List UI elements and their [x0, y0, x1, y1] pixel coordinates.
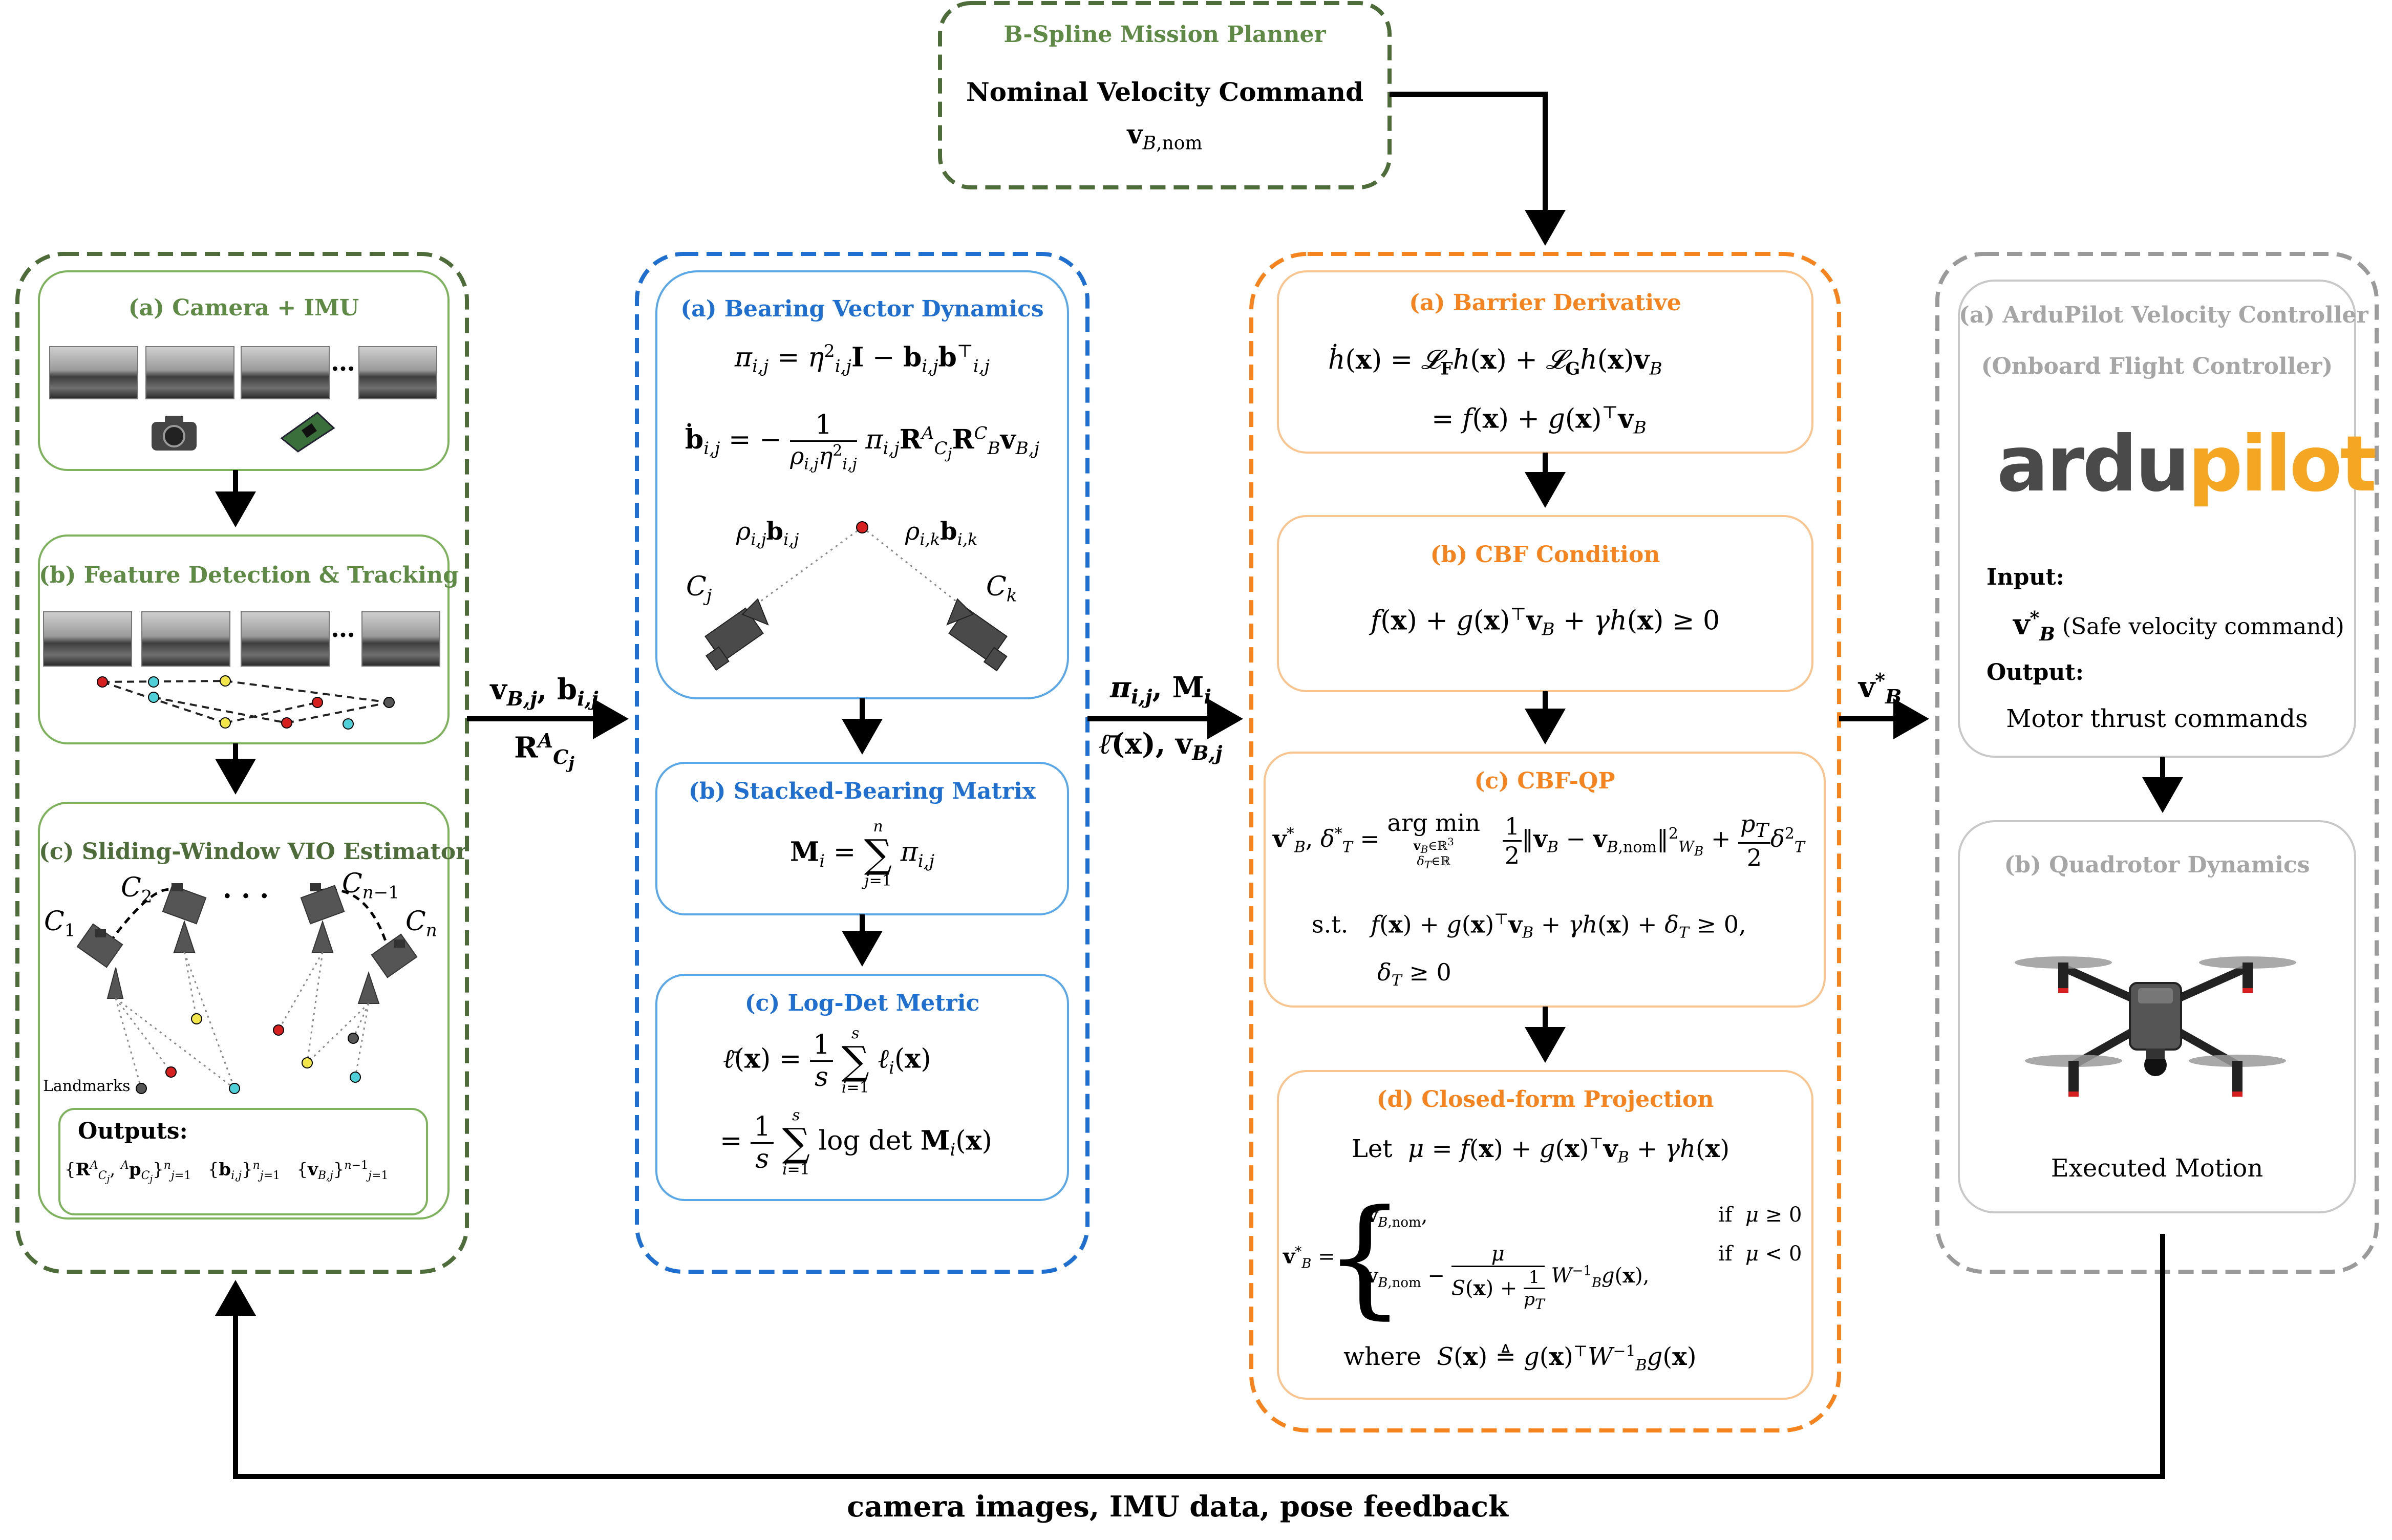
quadrotor-title: (b) Quadrotor Dynamics — [2004, 852, 2310, 878]
cam-label-cn: Cn — [405, 906, 437, 941]
outputs-title: Outputs: — [78, 1118, 188, 1144]
arrow1-bottom-label: RACj — [514, 729, 574, 773]
cam-label-cn-1: Cn−1 — [342, 868, 399, 903]
bearing-rho-k: ρi,kbi,k — [905, 517, 978, 549]
camera-frame-3 — [241, 346, 330, 399]
feature-title: (b) Feature Detection & Tracking — [39, 562, 459, 588]
stacked-bearing-eq: Mi = n∑j=1 πi,j — [789, 818, 935, 890]
vio-camera-rig — [76, 883, 418, 1094]
camera-imu-box — [38, 270, 450, 471]
feature-tracks — [102, 680, 390, 724]
stacked-bearing-title: (b) Stacked-Bearing Matrix — [689, 778, 1036, 804]
feature-points — [97, 675, 395, 730]
projection-case1: vB,nom, — [1366, 1203, 1428, 1230]
logdet-box — [655, 974, 1069, 1201]
controller-input-label: Input: — [1987, 564, 2064, 590]
bearing-container — [635, 252, 1090, 1274]
ardupilot-box — [1958, 280, 2356, 758]
camera-frame-2 — [145, 346, 234, 399]
projection-lhs: v*B = — [1283, 1244, 1335, 1272]
quadrotor-box — [1958, 820, 2356, 1213]
ardupilot-title: (a) ArduPilot Velocity Controller — [1959, 302, 2368, 328]
feature-frame-4 — [361, 611, 440, 667]
arrow2-bottom-label: ℓ̄(x), vB,j — [1099, 727, 1223, 765]
planner-line1: Nominal Velocity Command — [966, 77, 1364, 107]
bearing-rho-j: ρi,jbi,j — [736, 517, 799, 549]
controller-output-label: Output: — [1987, 659, 2084, 686]
ardupilot-subtitle: (Onboard Flight Controller) — [1981, 353, 2333, 379]
cbf-qp-constraint1: s.t. f(x) + g(x)⊤vB + γh(x) + δT ≥ 0, — [1312, 910, 1746, 942]
camera-imu-title: (a) Camera + IMU — [128, 295, 359, 321]
feature-frame-2 — [141, 611, 230, 667]
bearing-ck-label: Ck — [986, 571, 1017, 606]
vio-title: (c) Sliding-Window VIO Estimator — [39, 839, 468, 865]
frames-ellipsis: … — [331, 348, 355, 377]
ardupilot-logo: ardupilot — [1997, 420, 2377, 509]
controller-input-value: v*B (Safe velocity command) — [2013, 607, 2344, 645]
cbf-condition-eq: f(x) + g(x)⊤vB + γh(x) ≥ 0 — [1370, 604, 1720, 640]
controller-container — [1935, 252, 2379, 1274]
projection-where-eq: where S(x) ≜ g(x)⊤W−1Bg(x) — [1343, 1342, 1697, 1375]
projection-case1-cond: if μ ≥ 0 — [1718, 1203, 1802, 1227]
feedback-label: camera images, IMU data, pose feedback — [847, 1490, 1508, 1524]
arrow3-label: v*B — [1858, 669, 1902, 708]
bearing-eq-projection: πi,j = η2i,jI − bi,jb⊤i,j — [734, 341, 990, 377]
arrow2-top-label: πi,j, Mi — [1110, 671, 1211, 709]
cbf-container — [1249, 252, 1841, 1432]
cam-label-c1: C1 — [44, 906, 76, 941]
planner-title: B-Spline Mission Planner — [1003, 22, 1326, 48]
logdet-title: (c) Log-Det Metric — [744, 990, 980, 1016]
bearing-cj-label: Cj — [686, 571, 712, 606]
arrow1-top-label: vB,j, bi,j — [490, 673, 599, 711]
outputs-box — [58, 1108, 428, 1215]
arrow-feedback-loop — [215, 1234, 2165, 1479]
controller-input-text: (Safe velocity command) — [2062, 613, 2344, 640]
cam-label-c2: C2 — [121, 872, 153, 907]
barrier-derivative-title: (a) Barrier Derivative — [1409, 290, 1681, 316]
feature-frame-3 — [241, 611, 330, 667]
quadrotor-caption: Executed Motion — [2051, 1154, 2263, 1183]
projection-title: (d) Closed-form Projection — [1376, 1086, 1714, 1113]
vio-box — [38, 802, 450, 1220]
cbf-condition-title: (b) CBF Condition — [1430, 542, 1660, 568]
bearing-dynamics-title: (a) Bearing Vector Dynamics — [680, 296, 1044, 322]
feature-frame-1 — [43, 611, 132, 667]
controller-output-value: Motor thrust commands — [2006, 704, 2308, 733]
imu-board-icon — [280, 412, 335, 453]
cameras-ellipsis: · · · — [222, 881, 269, 912]
projection-brace: { — [1324, 1182, 1406, 1331]
camera-frame-4 — [358, 346, 437, 399]
barrier-eq1: ḣ(x) = 𝓛Fh(x) + 𝓛Gh(x)vB — [1328, 344, 1662, 379]
outputs-values: {RACj, ApCj}nj=1 {bi,j}nj=1 {vB,j}n−1j=1 — [65, 1159, 389, 1185]
arrow-planner-to-cbf — [1390, 92, 1566, 246]
landmarks-label: Landmarks — [43, 1077, 131, 1095]
projection-case2-cond: if μ < 0 — [1718, 1242, 1802, 1266]
vio-container — [15, 252, 469, 1274]
projection-box — [1277, 1070, 1813, 1400]
barrier-eq2: = f(x) + g(x)⊤vB — [1432, 402, 1647, 438]
feature-ellipsis: … — [331, 614, 355, 643]
quadrotor-icon — [2015, 956, 2296, 1097]
camera-frame-1 — [49, 346, 138, 399]
cbf-qp-title: (c) CBF-QP — [1474, 768, 1615, 794]
cbf-qp-constraint2: δT ≥ 0 — [1377, 958, 1451, 990]
planner-velocity-symbol: vB,nom — [1127, 119, 1203, 154]
projection-let-eq: Let μ = f(x) + g(x)⊤vB + γh(x) — [1352, 1135, 1730, 1167]
camera-icon — [152, 416, 197, 451]
bearing-geometry — [704, 521, 1008, 672]
feature-box — [38, 534, 450, 744]
